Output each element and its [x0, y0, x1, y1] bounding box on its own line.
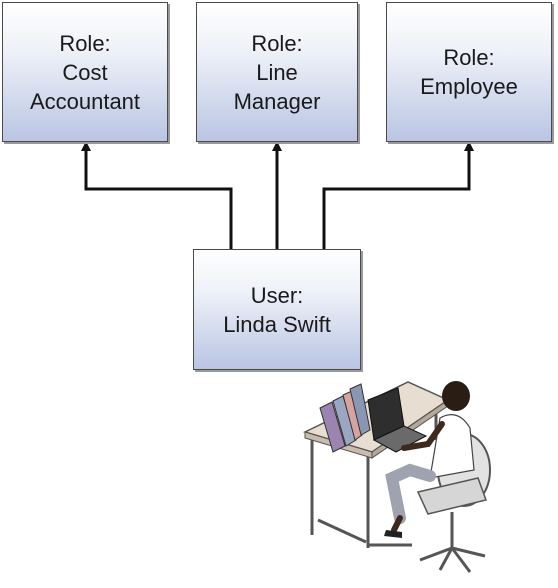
- arrow-to-cost-accountant: [81, 141, 233, 249]
- user-label: User:: [250, 282, 304, 308]
- role-name: Employee: [420, 74, 518, 99]
- role-name-line1: Cost: [62, 59, 108, 85]
- user-name: Linda Swift: [223, 311, 331, 337]
- user-box: User: Linda Swift: [193, 249, 361, 370]
- role-name-line2: Accountant: [29, 88, 141, 114]
- role-name-line1: Line: [256, 59, 298, 85]
- role-box-line-manager: Role: Line Manager: [196, 2, 358, 142]
- role-box-cost-accountant: Role: Cost Accountant: [2, 2, 168, 142]
- role-box-employee: Role: Employee: [386, 2, 552, 142]
- role-label: Role:: [443, 45, 495, 70]
- role-label: Role:: [59, 30, 111, 56]
- role-name-line2: Manager: [233, 88, 321, 114]
- role-label: Role:: [251, 30, 303, 56]
- arrow-to-employee: [322, 141, 474, 249]
